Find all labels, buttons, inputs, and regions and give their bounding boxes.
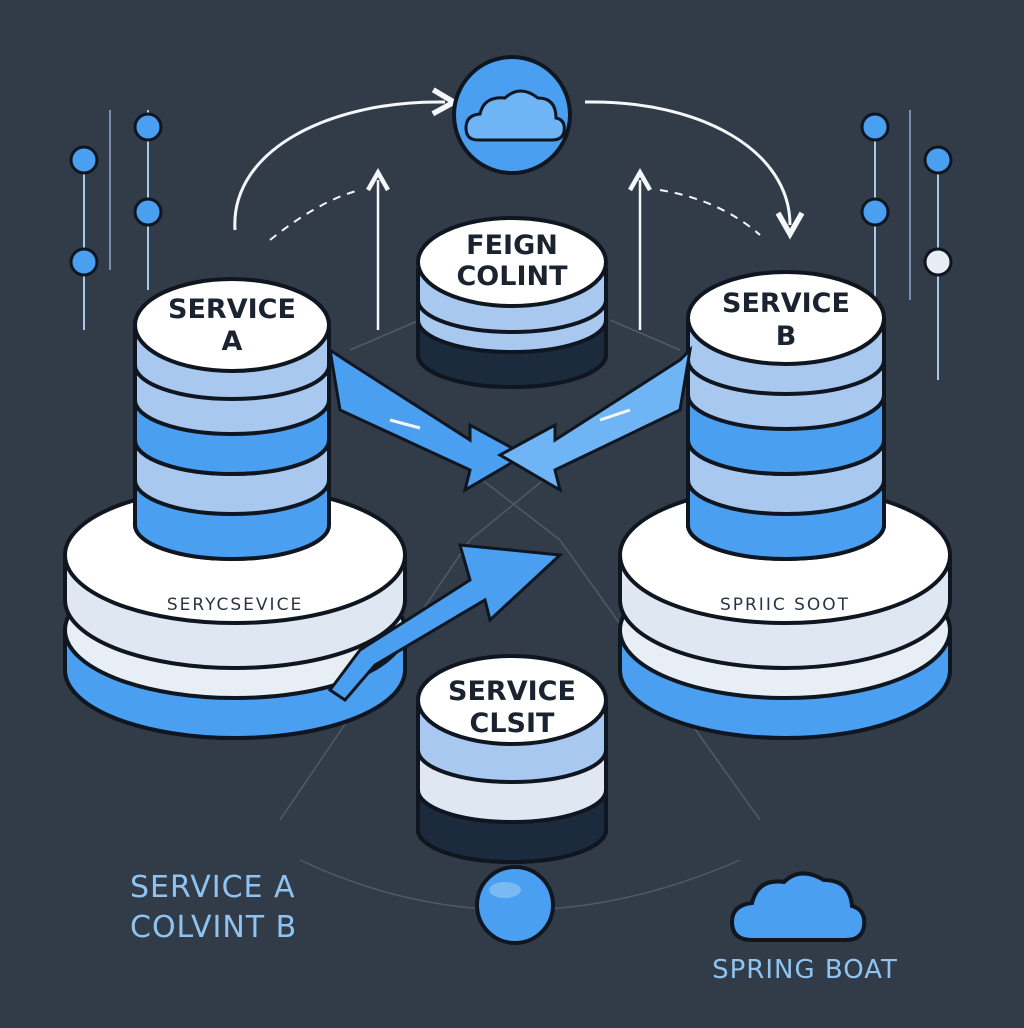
feign-client-subtitle: COLINT bbox=[456, 261, 568, 292]
service-b-node: SPRIIC SOOT SERVICE B bbox=[618, 270, 952, 740]
node-dot-icon bbox=[923, 145, 953, 175]
service-b-title: SERVICE bbox=[722, 288, 850, 319]
service-a-title: SERVICE bbox=[168, 294, 296, 325]
node-dot-icon bbox=[69, 145, 99, 175]
service-b-subtitle: B bbox=[776, 321, 797, 352]
node-dot-icon bbox=[133, 112, 163, 142]
arrow-a-to-right bbox=[327, 543, 564, 702]
top-flow-arrows bbox=[233, 87, 805, 330]
left-connector-lines bbox=[69, 110, 163, 330]
blue-flow-arrows bbox=[327, 345, 693, 702]
node-dot-icon bbox=[923, 247, 953, 277]
caption-left-line1: SERVICE A bbox=[130, 870, 296, 905]
cloud-node-top bbox=[452, 55, 572, 175]
caption-left-line2: COLVINT B bbox=[130, 910, 297, 945]
bottom-node bbox=[475, 865, 555, 945]
right-connector-lines bbox=[860, 110, 953, 380]
caption-right: SPRING BOAT bbox=[712, 955, 898, 985]
service-a-node: SERYCSEVICE SERVICE A bbox=[63, 277, 407, 740]
cloud-node-bottom-right bbox=[729, 871, 867, 942]
cloud-icon bbox=[729, 871, 867, 942]
service-client-title: SERVICE bbox=[448, 676, 576, 707]
node-dot-icon bbox=[475, 865, 555, 945]
feign-client-node: FEIGN COLINT bbox=[416, 216, 608, 389]
service-a-subtitle: A bbox=[222, 326, 243, 357]
service-a-base-label: SERYCSEVICE bbox=[167, 595, 303, 615]
node-dot-icon bbox=[133, 197, 163, 227]
service-client-node: SERVICE CLSIT bbox=[416, 654, 608, 864]
feign-client-title: FEIGN bbox=[466, 230, 558, 261]
node-dot-icon bbox=[69, 247, 99, 277]
node-dot-icon bbox=[860, 197, 890, 227]
service-b-base-label: SPRIIC SOOT bbox=[720, 595, 850, 615]
node-dot-icon bbox=[860, 112, 890, 142]
arrow-b-to-center bbox=[496, 345, 693, 494]
service-client-subtitle: CLSIT bbox=[470, 708, 556, 739]
cloud-icon bbox=[464, 89, 566, 142]
